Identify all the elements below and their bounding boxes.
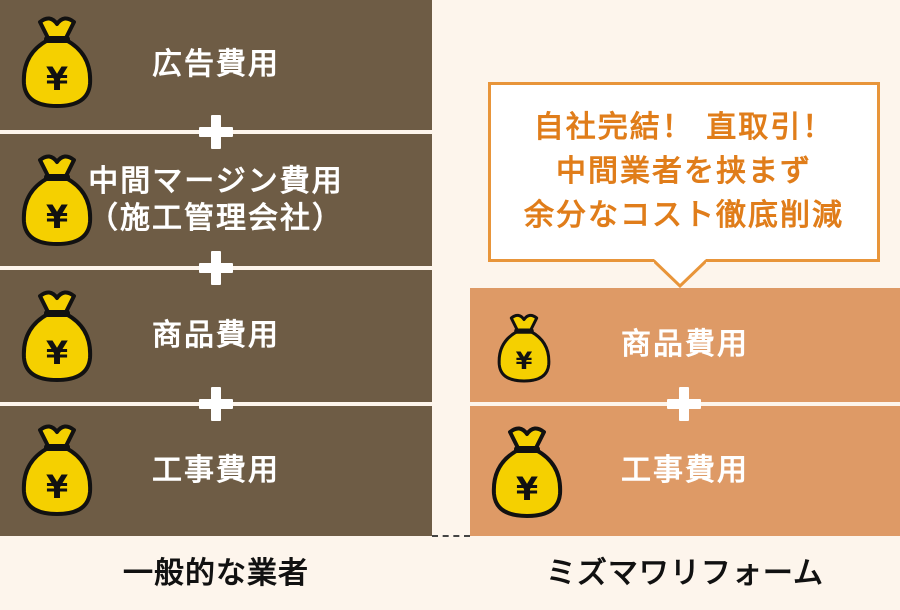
money-bag-yen-icon: ¥ <box>21 290 93 382</box>
svg-text:¥: ¥ <box>46 60 68 98</box>
general-block-margin: 中間マージン費用 （施工管理会社） <box>0 134 432 266</box>
general-label-advertising: 広告費用 <box>152 47 280 83</box>
general-label-margin-line2: （施工管理会社） <box>88 201 344 236</box>
baseline-dashed-connector <box>432 535 470 537</box>
svg-text:¥: ¥ <box>46 334 68 372</box>
money-bag-yen-icon: ¥ <box>21 16 93 108</box>
footer-general: 一般的な業者 <box>123 556 309 591</box>
svg-text:¥: ¥ <box>46 198 68 236</box>
callout-line-2: 中間業者を挟まず <box>556 154 812 189</box>
plus-icon <box>199 387 233 421</box>
mizuma-label-product: 商品費用 <box>621 327 749 363</box>
mizuma-label-construction: 工事費用 <box>621 453 749 489</box>
svg-text:¥: ¥ <box>516 470 538 508</box>
general-label-construction: 工事費用 <box>152 453 280 489</box>
svg-text:¥: ¥ <box>46 468 68 506</box>
money-bag-yen-icon: ¥ <box>21 424 93 516</box>
callout-line-1: 自社完結！ 直取引！ <box>533 110 835 145</box>
callout-line-3: 余分なコスト徹底削減 <box>524 198 844 233</box>
money-bag-yen-icon: ¥ <box>497 313 551 383</box>
callout-box: 自社完結！ 直取引！ 中間業者を挟まず 余分なコスト徹底削減 <box>488 82 880 262</box>
general-label-margin-line1: 中間マージン費用 <box>88 163 344 199</box>
plus-icon <box>199 115 233 149</box>
plus-icon <box>199 251 233 285</box>
footer-mizuma: ミズマワリフォーム <box>545 556 825 591</box>
svg-text:¥: ¥ <box>516 347 533 375</box>
general-label-product: 商品費用 <box>152 318 280 354</box>
callout-pointer <box>654 259 706 288</box>
money-bag-yen-icon: ¥ <box>491 426 563 518</box>
plus-icon <box>667 387 701 421</box>
money-bag-yen-icon: ¥ <box>21 154 93 246</box>
